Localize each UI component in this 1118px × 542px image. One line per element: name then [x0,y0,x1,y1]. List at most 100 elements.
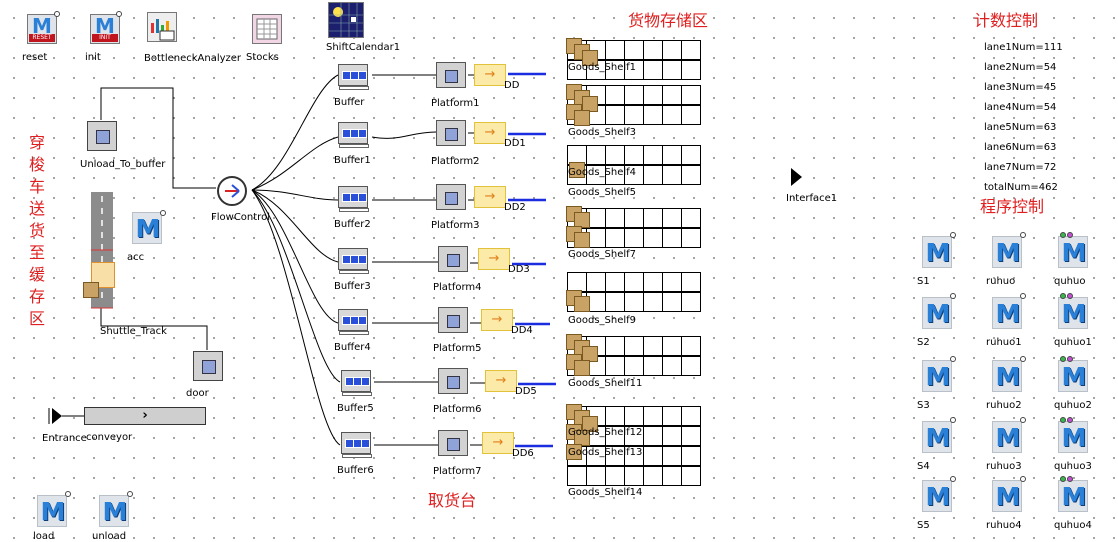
conveyor-icon[interactable]: › [84,407,206,425]
platform-icon[interactable] [438,307,468,333]
platform-icon[interactable] [438,430,468,456]
drain-icon[interactable]: → [482,432,514,454]
status-purple-dot-icon [1067,356,1073,362]
buffer-icon[interactable] [338,186,369,212]
init-icon[interactable]: M INIT [90,14,120,44]
shelf-cell [643,208,663,228]
s-method-icon[interactable]: M [922,480,952,512]
flow-control-icon[interactable] [217,176,247,206]
door-station-icon[interactable] [193,351,223,381]
buffer-label: Buffer1 [334,155,371,166]
shuttle-vehicle-icon[interactable] [83,262,115,298]
door-label: door [186,388,209,399]
goods-crate-icon [574,360,590,376]
drain-icon[interactable]: → [474,64,506,86]
reset-icon[interactable]: M RESET [27,14,57,44]
goods-crate-icon [569,162,585,178]
status-green-dot-icon [1060,293,1066,299]
ruhuo-method-icon[interactable]: M [992,360,1022,392]
counter-item: lane4Num=54 [984,102,1057,113]
unload-indicator-icon [127,491,133,497]
goods-crate-icon [582,96,598,112]
quhuo-method-label: quhuo3 [1054,461,1092,472]
quhuo-method-icon[interactable]: M [1058,421,1088,453]
shelf-row [567,426,701,446]
buffer-icon[interactable] [341,432,372,458]
shelf-cell [681,85,701,105]
unload-method-icon[interactable]: M [99,495,129,527]
drain-icon[interactable]: → [474,186,506,208]
ruhuo-method-icon[interactable]: M [992,236,1022,268]
drain-label: DD [504,80,520,91]
shelf-cell [681,426,701,446]
ruhuo-method-icon[interactable]: M [992,480,1022,512]
ruhuo-method-icon[interactable]: M [992,297,1022,329]
ruhuo-method-icon[interactable]: M [992,421,1022,453]
drain-icon[interactable]: → [485,370,517,392]
platform-icon[interactable] [438,368,468,394]
shelf-cell [662,105,682,125]
bottleneck-analyzer-icon[interactable] [147,12,177,42]
quhuo-method-label: quhuo1 [1054,337,1092,348]
quhuo-method-icon[interactable]: M [1058,480,1088,512]
shelf-label: Goods_Shelf7 [568,249,637,260]
platform-label: Platform6 [433,404,482,415]
platform-label: Platform7 [433,466,482,477]
unload-to-buffer-label: Unload_To_buffer [80,159,166,170]
quhuo-method-icon[interactable]: M [1058,297,1088,329]
shelf-cell [605,406,625,426]
shelf-cell [643,165,663,185]
platform-icon[interactable] [438,246,468,272]
buffer-icon[interactable] [338,122,369,148]
goods-crate-icon [574,296,590,312]
shuttle-note-char: 区 [28,309,45,328]
status-green-dot-icon [1060,476,1066,482]
acc-label: acc [127,252,145,263]
shelf-cell [681,292,701,312]
unload-to-buffer-station-icon[interactable] [87,121,117,151]
bottleneck-analyzer-label: BottleneckAnalyzer [144,53,242,64]
s-method-icon[interactable]: M [922,297,952,329]
shelf-cell [681,228,701,248]
shelf-label: Goods_Shelf11 [568,378,643,389]
shelf-cell [662,336,682,356]
init-indicator-icon [116,11,122,17]
s-method-label: S3 [917,400,930,411]
shelf-cell [643,426,663,446]
shelf-cell [662,272,682,292]
shelf-cell [624,208,644,228]
drain-label: DD5 [515,386,537,397]
unload-label: unload [92,531,127,542]
s-method-icon[interactable]: M [922,360,952,392]
s-method-icon[interactable]: M [922,421,952,453]
shift-calendar-icon[interactable] [328,2,364,38]
indicator-dot-icon [1020,417,1026,423]
platform-icon[interactable] [436,184,466,210]
drain-label: DD6 [512,448,534,459]
drain-icon[interactable]: → [474,122,506,144]
acc-method-icon[interactable]: M [132,212,162,244]
shelf-cell [662,356,682,376]
storage-area-title: 货物存储区 [628,11,709,30]
buffer-icon[interactable] [341,370,372,396]
shelf-row [567,466,701,486]
drain-icon[interactable]: → [481,309,513,331]
shelf-cell [643,85,663,105]
stocks-icon[interactable] [252,14,282,44]
shelf-cell [624,228,644,248]
load-method-icon[interactable]: M [37,495,67,527]
buffer-icon[interactable] [338,64,369,90]
platform-icon[interactable] [436,120,466,146]
ruhuo-method-label: ruhuo4 [986,520,1022,531]
shelf-label: Goods_Shelf14 [568,487,643,498]
indicator-dot-icon [950,356,956,362]
buffer-icon[interactable] [338,248,369,274]
buffer-icon[interactable] [338,309,369,335]
s-method-icon[interactable]: M [922,236,952,268]
quhuo-method-icon[interactable]: M [1058,360,1088,392]
drain-icon[interactable]: → [478,248,510,270]
platform-icon[interactable] [436,62,466,88]
shelf-cell [681,105,701,125]
ruhuo-method-label: ruhuo [986,276,1016,287]
quhuo-method-icon[interactable]: M [1058,236,1088,268]
